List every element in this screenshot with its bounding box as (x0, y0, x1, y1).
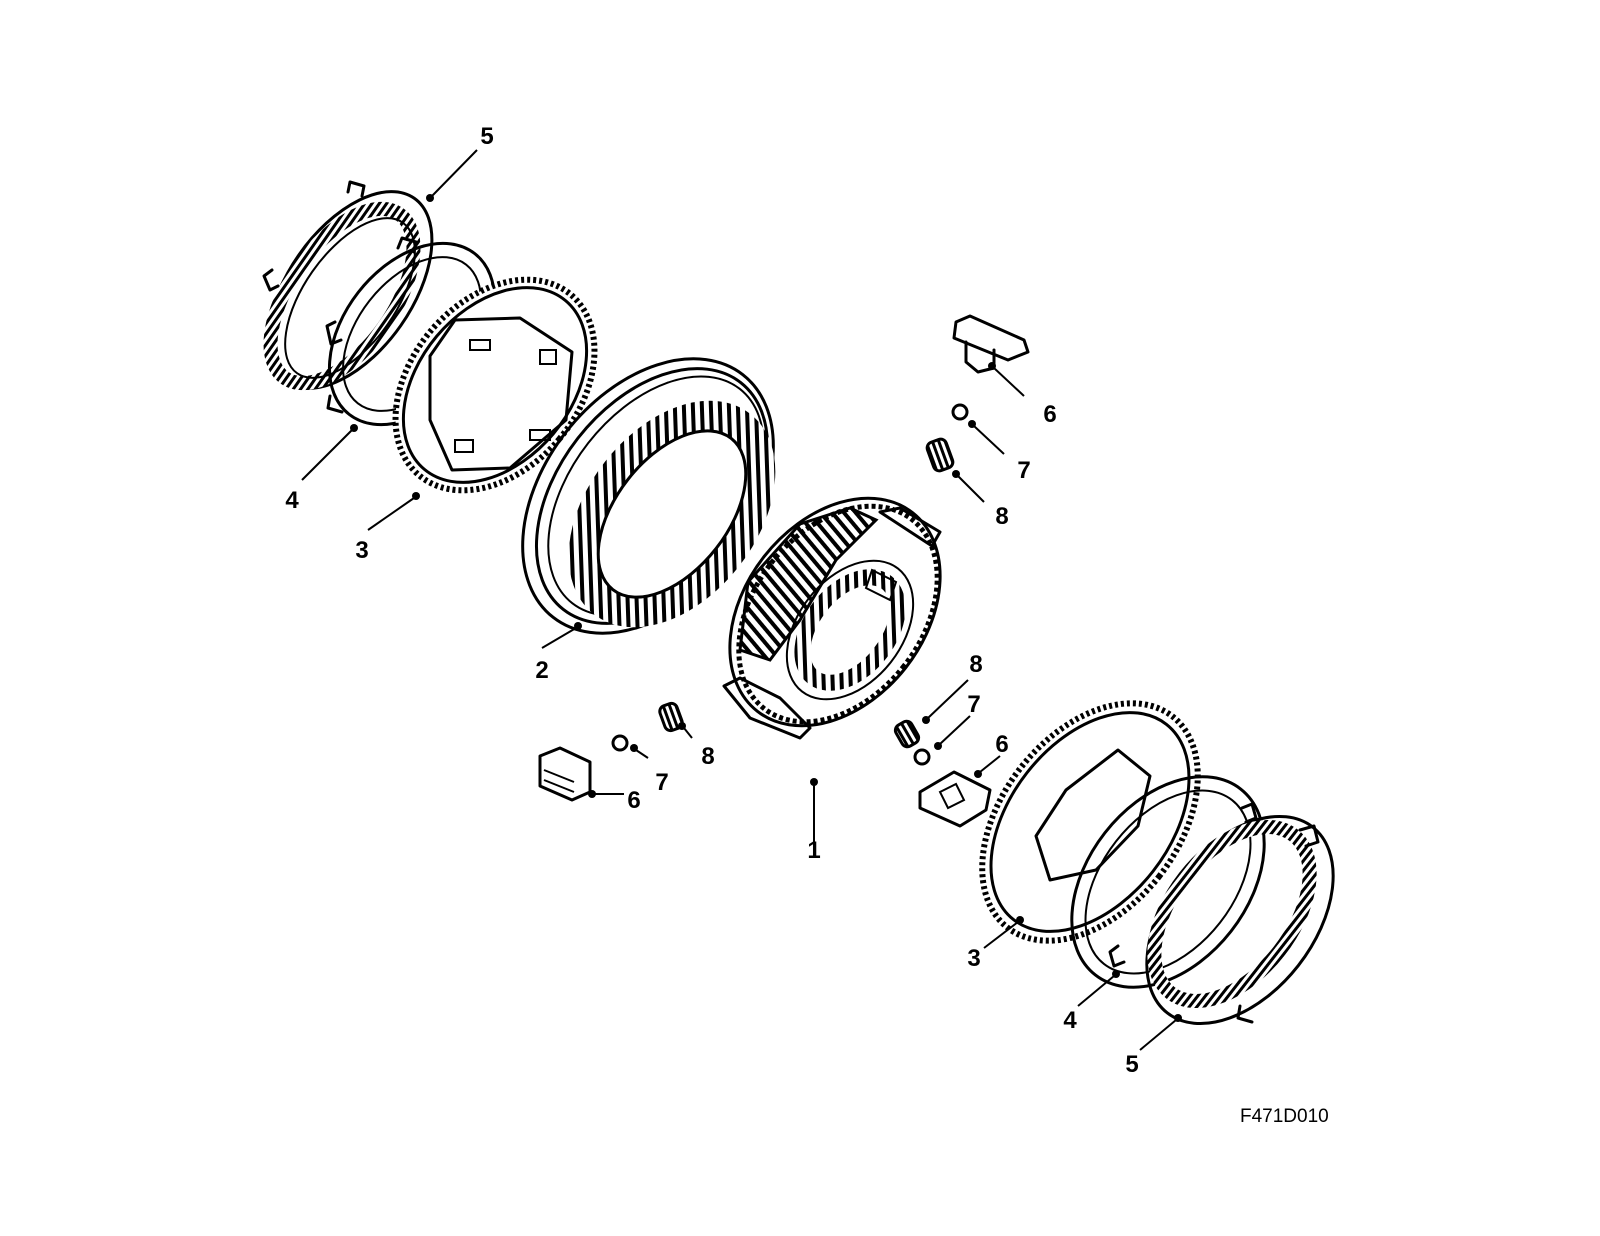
part-5-synchro-ring-lower (1145, 814, 1335, 1026)
callout-7-top: 7 (1017, 457, 1030, 484)
part-7-ball-mid (913, 748, 931, 766)
callout-3-bottom: 3 (967, 945, 980, 972)
part-8-spring-upper (925, 437, 955, 473)
callout-2: 2 (535, 657, 548, 684)
part-2-synchro-sleeve (521, 357, 776, 635)
callout-8-top: 8 (995, 503, 1008, 530)
callout-6-left: 6 (627, 787, 640, 814)
callout-5-bottom: 5 (1125, 1051, 1138, 1078)
callout-7-mid: 7 (967, 691, 980, 718)
callout-4-top: 4 (285, 487, 299, 514)
figure-id: F471D010 (1240, 1106, 1329, 1127)
part-4-cone-ring-lower (1070, 775, 1266, 989)
callout-8-left: 8 (701, 743, 714, 770)
leader-lines (301, 149, 1182, 1051)
callout-6-top: 6 (1043, 401, 1056, 428)
part-7-ball-upper (951, 403, 969, 421)
part-8-spring-mid (893, 719, 921, 749)
part-8-spring-left (658, 701, 684, 733)
callout-4-bottom: 4 (1063, 1007, 1077, 1034)
part-5-synchro-ring-upper (262, 180, 434, 391)
callout-3-top: 3 (355, 537, 368, 564)
callout-7-left: 7 (655, 769, 668, 796)
part-6-shifting-key-mid (918, 770, 992, 828)
part-6-shifting-key-left (538, 746, 592, 802)
callout-1: 1 (807, 837, 820, 864)
callout-6-mid: 6 (995, 731, 1008, 758)
part-3-toothed-ring-lower (979, 700, 1201, 944)
part-7-ball-left (611, 734, 629, 752)
part-1-synchro-hub (722, 496, 942, 740)
part-6-shifting-key-upper (952, 314, 1030, 374)
callout-5-top: 5 (480, 123, 493, 150)
callout-8-mid: 8 (969, 651, 982, 678)
